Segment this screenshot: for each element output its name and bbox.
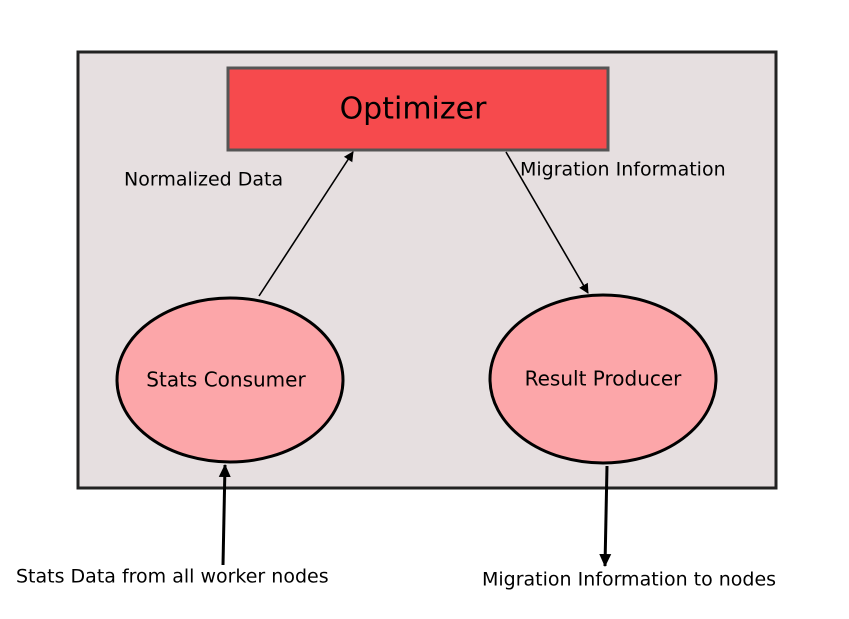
arrow-input-stats-data [218,464,231,566]
arrow-output-migration-info [599,465,612,567]
result-producer-node [488,293,718,465]
arrow-normalized-data [258,151,354,297]
optimizer-label: Optimizer [340,92,488,127]
edge-label-migration-information: Migration Information [520,159,726,181]
result-producer-label: Result Producer [525,367,683,391]
stats-consumer-node [115,296,345,464]
output-label-migration-info: Migration Information to nodes [482,569,776,591]
optimizer-box [226,66,610,152]
arrow-migration-information [505,151,589,294]
stats-consumer-label: Stats Consumer [146,368,306,392]
input-label-stats-data: Stats Data from all worker nodes [16,566,329,588]
edge-label-normalized-data: Normalized Data [124,169,283,191]
